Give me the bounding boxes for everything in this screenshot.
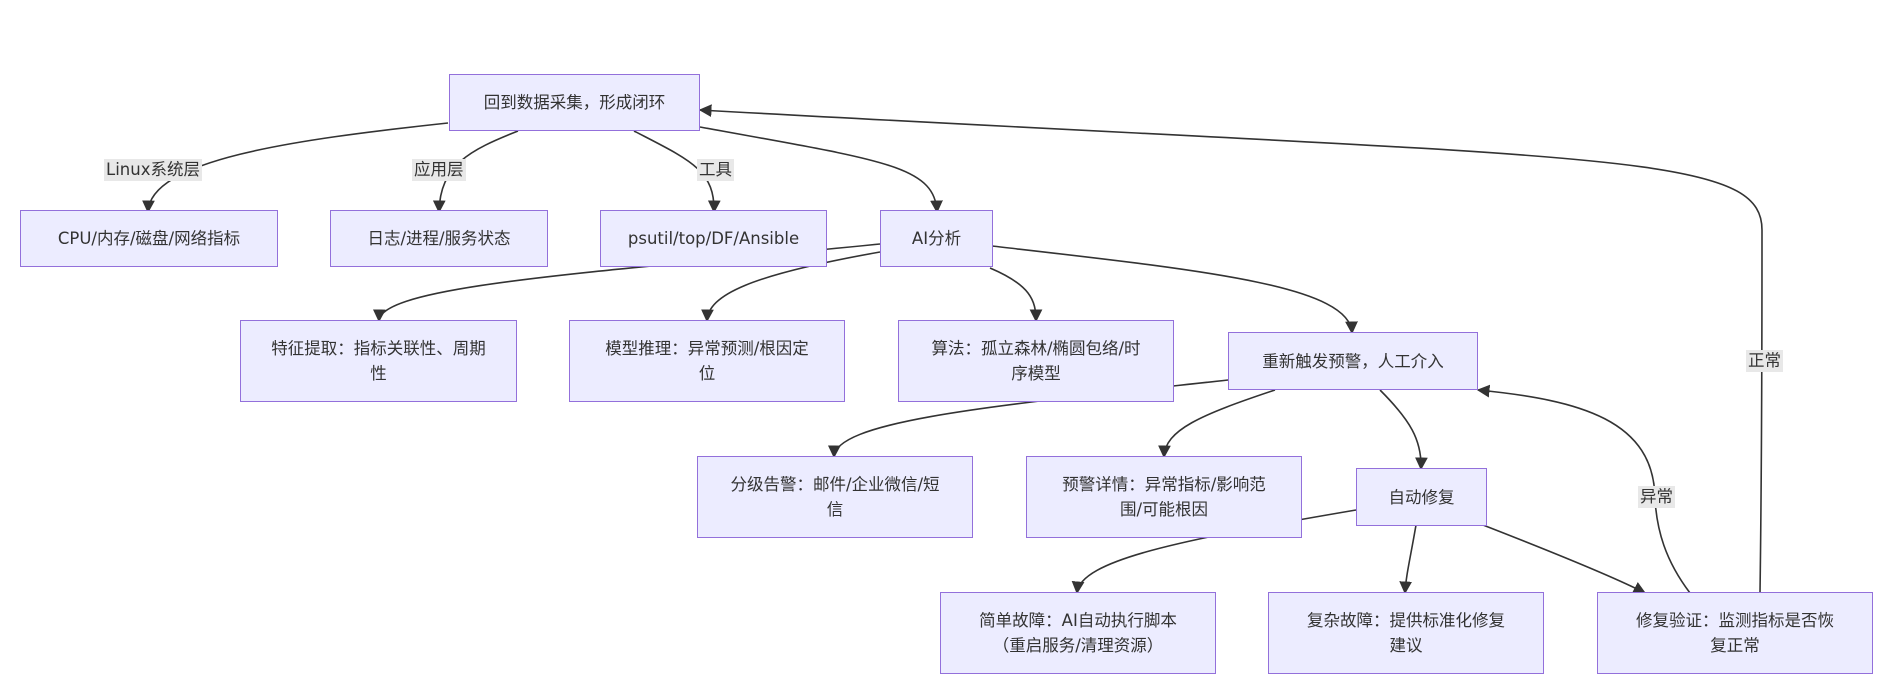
edge-loop-to-cpu [142, 122, 449, 214]
node-algo[interactable]: 算法：孤立森林/椭圆包络/时序模型 [898, 320, 1174, 402]
edge-ai-to-model [701, 251, 881, 323]
node-feature[interactable]: 特征提取：指标关联性、周期性 [240, 320, 517, 402]
edge-retrigger-to-detail [1158, 389, 1276, 459]
node-verify[interactable]: 修复验证：监测指标是否恢复正常 [1597, 592, 1873, 674]
node-retrigger[interactable]: 重新触发预警，人工介入 [1228, 332, 1478, 390]
node-cpu[interactable]: CPU/内存/磁盘/网络指标 [20, 210, 278, 267]
node-tool[interactable]: psutil/top/DF/Ansible [600, 210, 827, 267]
node-loop[interactable]: 回到数据采集，形成闭环 [449, 74, 700, 131]
edge-label-normal: 正常 [1746, 350, 1783, 372]
node-ai[interactable]: AI分析 [880, 210, 993, 267]
edge-autofix-to-complex [1399, 524, 1417, 595]
edge-label-linux: Linux系统层 [104, 159, 202, 181]
node-detail[interactable]: 预警详情：异常指标/影响范围/可能根因 [1026, 456, 1302, 538]
node-model[interactable]: 模型推理：异常预测/根因定位 [569, 320, 845, 402]
node-autofix[interactable]: 自动修复 [1356, 468, 1487, 526]
node-complex[interactable]: 复杂故障：提供标准化修复建议 [1268, 592, 1544, 674]
node-alarm[interactable]: 分级告警：邮件/企业微信/短信 [697, 456, 973, 538]
node-log[interactable]: 日志/进程/服务状态 [330, 210, 548, 267]
edge-ai-to-algo [989, 267, 1043, 323]
edge-verify-to-loop [698, 104, 1763, 594]
edge-loop-to-tool [633, 130, 721, 214]
edge-retrigger-to-autofix [1379, 389, 1428, 471]
edge-label-abnormal: 异常 [1638, 486, 1675, 508]
edge-verify-to-retrigger [1476, 384, 1691, 594]
edge-label-tool: 工具 [697, 159, 734, 181]
edge-ai-to-retrigger [991, 245, 1358, 335]
edge-loop-to-ai [699, 126, 943, 214]
node-simple[interactable]: 简单故障：AI自动执行脚本（重启服务/清理资源） [940, 592, 1216, 674]
edge-autofix-to-verify [1482, 524, 1647, 594]
edge-label-app: 应用层 [412, 159, 466, 181]
